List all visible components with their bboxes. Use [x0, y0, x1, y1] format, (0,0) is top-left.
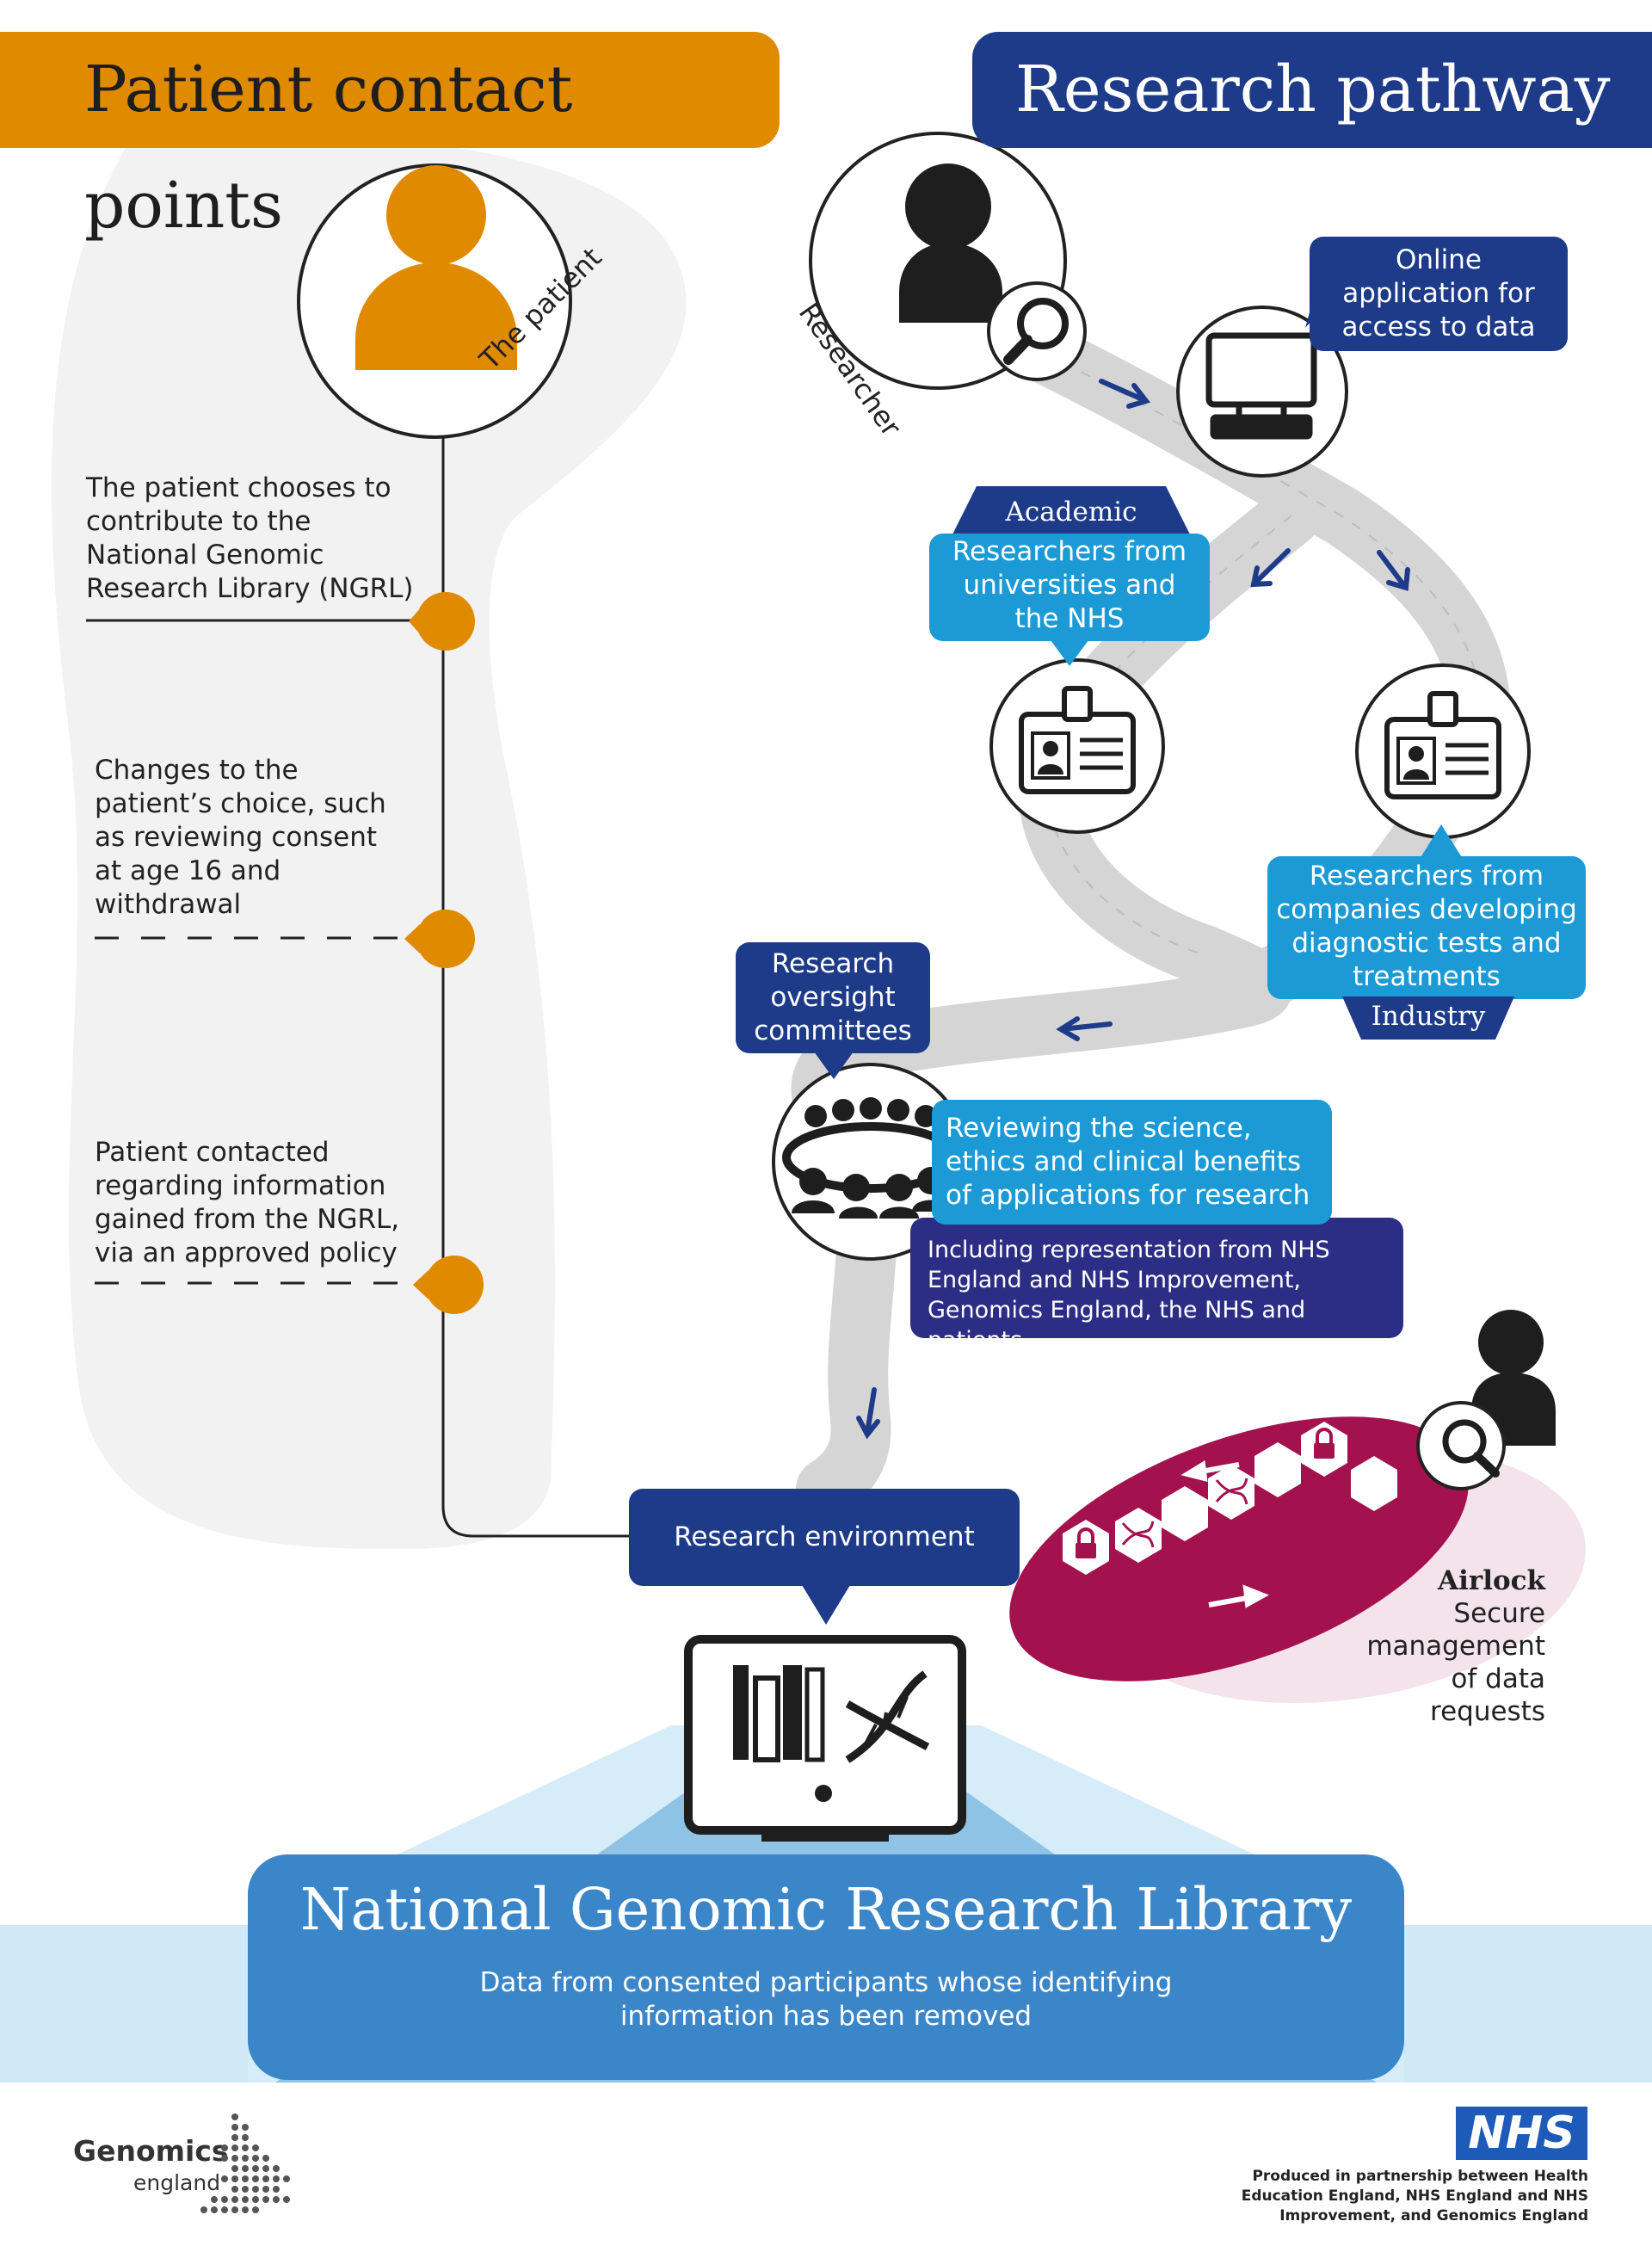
person-icon	[355, 165, 517, 370]
nhs-logo: NHS	[1456, 2107, 1587, 2160]
online-application-bubble: Online application for access to data	[1310, 237, 1568, 351]
research-environment-pointer	[802, 1585, 850, 1625]
arrow-icon	[1180, 1460, 1269, 1608]
ngrl-box	[248, 1854, 1404, 2080]
academic-tag: Academic	[1005, 497, 1137, 528]
industry-tag-shape	[1342, 997, 1514, 1040]
person-icon	[899, 164, 1002, 323]
representation-text: Including representation from NHS Englan…	[928, 1237, 1330, 1354]
research-pathway-header: Research pathway	[972, 32, 1652, 148]
academic-bubble: Researchers from universities and the NH…	[929, 534, 1210, 641]
online-application-text: Online application for access to data	[1341, 244, 1536, 342]
academic-text: Researchers from universities and the NH…	[952, 536, 1187, 634]
academic-tag-shape	[951, 486, 1192, 538]
genomics-dots-logo	[200, 2113, 290, 2213]
logo-sub-text: england	[133, 2170, 221, 2195]
partnership-note: Produced in partnership between Health E…	[1241, 2168, 1588, 2224]
dna-icon	[1121, 1478, 1248, 1548]
timeline-dots	[404, 592, 484, 1314]
magnifier-icon	[987, 281, 1087, 381]
reviewing-bubble: Reviewing the science, ethics and clinic…	[932, 1100, 1332, 1225]
online-application-pointer	[1305, 297, 1333, 328]
research-environment-text: Research environment	[674, 1521, 975, 1552]
magnifier-icon	[1416, 1401, 1506, 1490]
computer-icon	[1205, 332, 1317, 440]
academic-pointer	[1048, 637, 1091, 666]
industry-pointer	[1420, 824, 1463, 859]
id-card-icon	[989, 658, 1165, 834]
representation-box: Including representation from NHS Englan…	[910, 1218, 1403, 1354]
oversight-bubble: Research oversight committees	[736, 942, 930, 1053]
airlock-title: Airlock	[1438, 1565, 1545, 1596]
arrow-icon	[856, 379, 1410, 1440]
logo-main-text: Genomics	[73, 2134, 229, 2168]
genomics-england-logo: Genomics england	[73, 2113, 314, 2229]
contact-point-2: Changes to the patient’s choice, such as…	[95, 755, 386, 920]
patient-area-background	[51, 135, 687, 1550]
oversight-pointer	[814, 1052, 854, 1079]
patient-contact-points-header: Patient contact points	[0, 32, 780, 243]
monitor-icon	[684, 1635, 966, 1842]
industry-tag: Industry	[1371, 1001, 1486, 1032]
ngrl-subtitle: Data from consented participants whose i…	[479, 1967, 1173, 2032]
padlock-icon	[1076, 1428, 1335, 1558]
id-card-icon	[1355, 663, 1531, 839]
reviewing-text: Reviewing the science, ethics and clinic…	[946, 1113, 1310, 1211]
airlock-text-block: Airlock Secure management of data reques…	[1291, 1564, 1545, 1728]
contact-point-1: The patient chooses to contribute to the…	[86, 472, 414, 604]
patient-timeline	[441, 404, 641, 1538]
contact-point-3: Patient contacted regarding information …	[95, 1137, 400, 1268]
industry-text: Researchers from companies developing di…	[1276, 861, 1577, 992]
oversight-text: Research oversight committees	[754, 948, 912, 1046]
research-environment-bubble: Research environment	[629, 1489, 1020, 1586]
airlock-desc: Secure management of data requests	[1366, 1598, 1545, 1727]
industry-bubble: Researchers from companies developing di…	[1267, 856, 1586, 999]
ngrl-title: National Genomic Research Library	[299, 1876, 1353, 1943]
